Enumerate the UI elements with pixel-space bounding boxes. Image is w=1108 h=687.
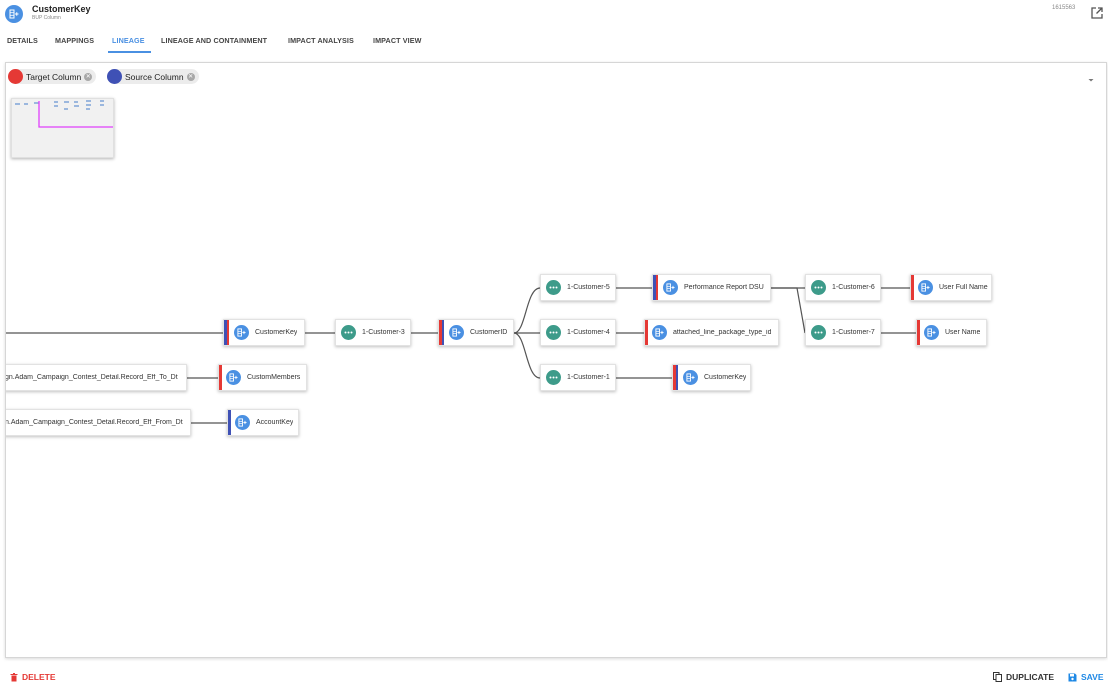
transform-icon [811, 280, 826, 295]
legend-label-source: Source Column [125, 71, 184, 82]
duplicate-label: DUPLICATE [1006, 672, 1055, 682]
column-icon [234, 325, 249, 340]
tab-bar: DETAILS MAPPINGS LINEAGE LINEAGE AND CON… [0, 30, 1108, 52]
page-title: CustomerKey [32, 4, 91, 14]
column-icon [5, 5, 23, 23]
lineage-edges [6, 287, 916, 424]
lineage-node-attached-line-package-type-id[interactable]: attached_line_package_type_id [644, 319, 779, 346]
tab-lineage-and-containment[interactable]: LINEAGE AND CONTAINMENT [161, 36, 268, 45]
lineage-node-custommembers[interactable]: CustomMembers [218, 364, 307, 391]
open-external-icon[interactable] [1090, 6, 1104, 20]
node-label: User Name [945, 329, 981, 336]
column-icon [449, 325, 464, 340]
delete-button[interactable]: DELETE [10, 672, 56, 682]
close-icon[interactable]: ✕ [186, 72, 195, 81]
column-icon [226, 370, 241, 385]
lineage-node-customer-5[interactable]: 1-Customer-5 [540, 274, 616, 301]
chevron-down-icon[interactable] [1087, 71, 1095, 82]
node-type-bar [228, 410, 231, 435]
node-label: 1-Customer-4 [567, 329, 610, 336]
node-type-bar [219, 365, 222, 390]
lineage-node-customer-3[interactable]: 1-Customer-3 [335, 319, 411, 346]
node-type-bar [439, 320, 444, 345]
tab-impact-analysis[interactable]: IMPACT ANALYSIS [288, 36, 354, 45]
lineage-node-record-eff-to-dt[interactable]: gn.Adam_Campaign_Contest_Detail.Record_E… [5, 364, 187, 391]
lineage-node-customer-6[interactable]: 1-Customer-6 [805, 274, 881, 301]
node-label: User Full Name [939, 284, 988, 291]
node-label: attached_line_package_type_id [673, 329, 772, 336]
close-icon[interactable]: ✕ [84, 72, 93, 81]
lineage-node-customer-7[interactable]: 1-Customer-7 [805, 319, 881, 346]
node-label: gn.Adam_Campaign_Contest_Detail.Record_E… [5, 374, 178, 381]
legend-chip-target-column[interactable]: Target Column ✕ [8, 69, 97, 84]
graph-minimap[interactable] [11, 98, 114, 158]
lineage-node-user-name[interactable]: User Name [916, 319, 987, 346]
duplicate-button[interactable]: DUPLICATE [993, 672, 1054, 682]
minimap-preview [15, 100, 113, 128]
node-label: 1-Customer-3 [362, 329, 405, 336]
save-button[interactable]: SAVE [1068, 672, 1104, 682]
column-icon [924, 325, 939, 340]
lineage-node-user-full-name[interactable]: User Full Name [910, 274, 992, 301]
node-label: n.Adam_Campaign_Contest_Detail.Record_Ef… [5, 419, 183, 426]
lineage-node-customer-1[interactable]: 1-Customer-1 [540, 364, 616, 391]
legend-label-target: Target Column [26, 71, 82, 82]
column-icon [663, 280, 678, 295]
save-label: SAVE [1081, 672, 1104, 682]
node-label: Performance Report DSU [684, 284, 764, 291]
node-label: CustomerKey [255, 329, 298, 336]
node-label: CustomerID [470, 329, 508, 336]
save-icon [1068, 673, 1077, 681]
legend-chip-source-column[interactable]: Source Column ✕ [107, 69, 199, 84]
transform-icon [341, 325, 356, 340]
node-label: CustomerKey [704, 374, 747, 381]
source-column-color-dot [107, 69, 122, 84]
node-type-bar [673, 365, 678, 390]
node-label: CustomMembers [247, 374, 301, 381]
node-label: 1-Customer-7 [832, 329, 875, 336]
transform-icon [811, 325, 826, 340]
lineage-node-customerkey-target[interactable]: CustomerKey [672, 364, 751, 391]
target-column-color-dot [8, 69, 23, 84]
record-header: CustomerKey BUP Column 1615563 [0, 0, 1108, 30]
page-subtitle: BUP Column [32, 15, 61, 21]
node-label: 1-Customer-1 [567, 374, 610, 381]
column-icon [235, 415, 250, 430]
node-type-bar [653, 275, 658, 300]
lineage-node-customerkey[interactable]: CustomerKey [223, 319, 305, 346]
delete-label: DELETE [22, 672, 56, 682]
node-type-bar [917, 320, 920, 345]
node-type-bar [224, 320, 229, 345]
node-label: AccountKey [256, 419, 294, 426]
active-tab-indicator [108, 51, 151, 53]
record-id: 1615563 [1052, 5, 1076, 11]
copy-icon [993, 672, 1002, 682]
node-label: 1-Customer-5 [567, 284, 610, 291]
column-icon [683, 370, 698, 385]
lineage-node-accountkey[interactable]: AccountKey [227, 409, 299, 436]
lineage-node-record-eff-from-dt[interactable]: n.Adam_Campaign_Contest_Detail.Record_Ef… [5, 409, 191, 436]
lineage-node-performance-report-dsu[interactable]: Performance Report DSU [652, 274, 771, 301]
transform-icon [546, 325, 561, 340]
transform-icon [546, 280, 561, 295]
tab-details[interactable]: DETAILS [7, 36, 38, 45]
column-icon [918, 280, 933, 295]
lineage-panel: Target Column ✕ Source Column ✕ Customer… [5, 62, 1107, 658]
lineage-node-customerid[interactable]: CustomerID [438, 319, 514, 346]
lineage-node-customer-4[interactable]: 1-Customer-4 [540, 319, 616, 346]
node-type-bar [911, 275, 914, 300]
column-icon [652, 325, 667, 340]
transform-icon [546, 370, 561, 385]
node-type-bar [645, 320, 648, 345]
tab-lineage[interactable]: LINEAGE [112, 36, 145, 45]
tab-impact-view[interactable]: IMPACT VIEW [373, 36, 422, 45]
tab-mappings[interactable]: MAPPINGS [55, 36, 95, 45]
node-label: 1-Customer-6 [832, 284, 875, 291]
trash-icon [10, 672, 18, 681]
